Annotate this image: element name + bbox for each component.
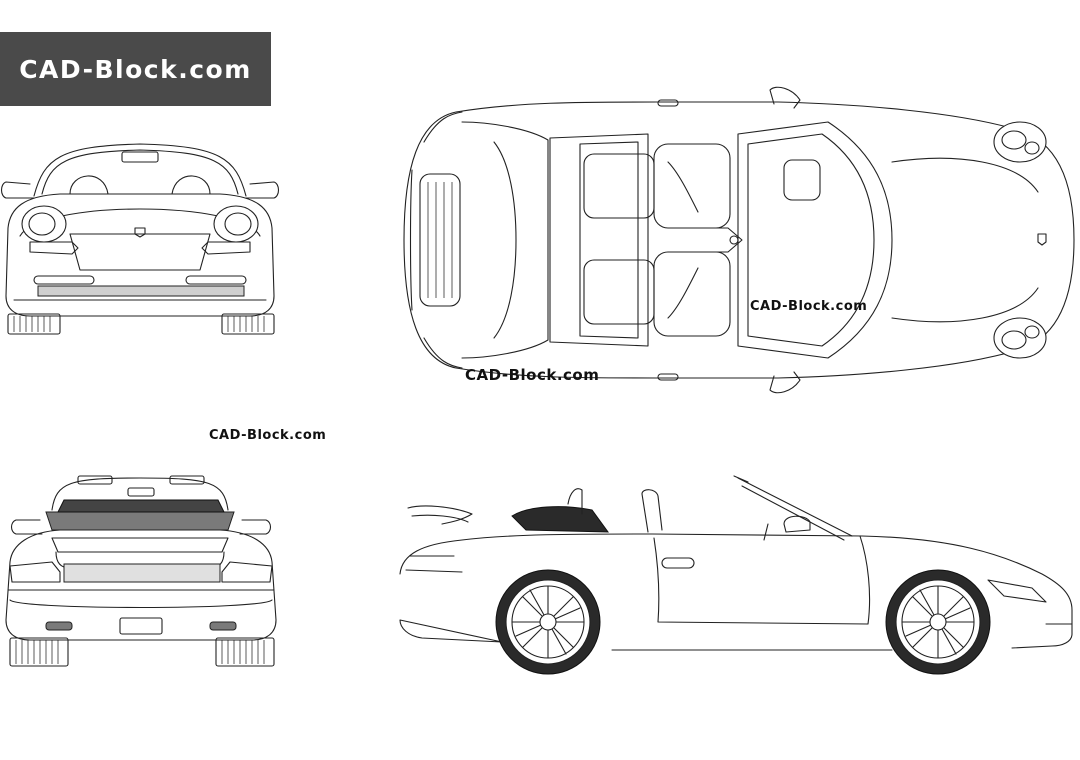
front-view-drawing (0, 138, 285, 338)
rear-view-drawing (0, 472, 285, 672)
top-view-drawing (398, 82, 1080, 400)
watermark-top-right: CAD-Block.com (750, 299, 868, 314)
watermark-top-center: CAD-Block.com (465, 366, 600, 384)
site-logo: CAD-Block.com (0, 32, 271, 106)
side-view-drawing (392, 474, 1080, 684)
watermark-left: CAD-Block.com (209, 428, 327, 443)
